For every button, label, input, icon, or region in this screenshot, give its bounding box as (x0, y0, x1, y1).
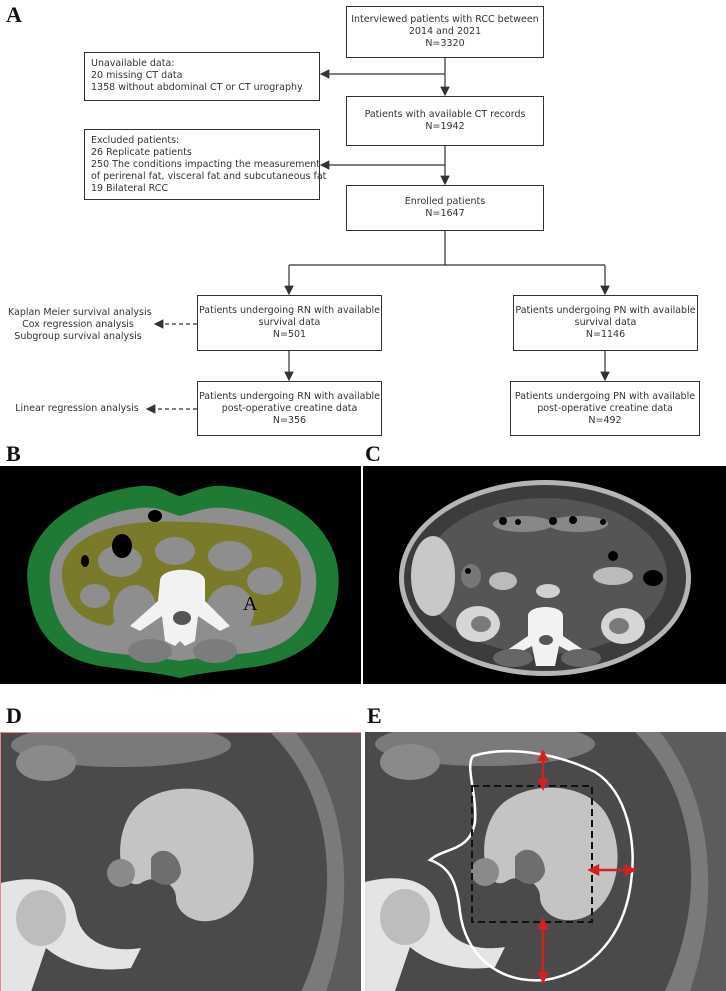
panel-c-label: C (365, 441, 381, 466)
box-enrolled: Enrolled patients N=1647 (346, 185, 544, 231)
panel-b-label: B (6, 441, 21, 466)
ct-scan-e (365, 732, 726, 991)
box-rn-survival: Patients undergoing RN with available su… (197, 295, 382, 351)
regression-analysis-text: Linear regression analysis (15, 403, 139, 414)
ct-scan-d (0, 732, 361, 991)
ct-segmentation-image: A (27, 485, 339, 678)
box-pn-survival: Patients undergoing PN with available su… (513, 295, 698, 351)
panel-d-label: D (6, 703, 22, 728)
box-interviewed: Interviewed patients with RCC between 20… (346, 6, 544, 58)
box-unavailable: Unavailable data: 20 missing CT data 135… (84, 52, 320, 101)
measurement-arrows (536, 749, 637, 984)
box-available-ct: Patients with available CT records N=194… (346, 96, 544, 146)
ct-kidney-image (1, 733, 361, 991)
measurement-box (471, 785, 593, 923)
box-pn-creatine: Patients undergoing PN with available po… (510, 381, 700, 436)
panel-e-label: E (367, 703, 382, 728)
perirenal-outline (427, 750, 634, 982)
flowchart-connectors (145, 58, 610, 414)
ct-measurement-image (365, 732, 726, 991)
ct-axial-image (399, 480, 691, 676)
ct-scan-c (363, 466, 726, 684)
panel-a-label: A (6, 2, 22, 27)
ct-b-label-a: A (243, 593, 258, 615)
box-excluded: Excluded patients: 26 Replicate patients… (84, 129, 326, 200)
ct-scan-b: A (0, 466, 361, 684)
survival-analyses-text: Kaplan Meier survival analysis Cox regre… (8, 307, 152, 342)
box-rn-creatine: Patients undergoing RN with available po… (197, 381, 382, 436)
